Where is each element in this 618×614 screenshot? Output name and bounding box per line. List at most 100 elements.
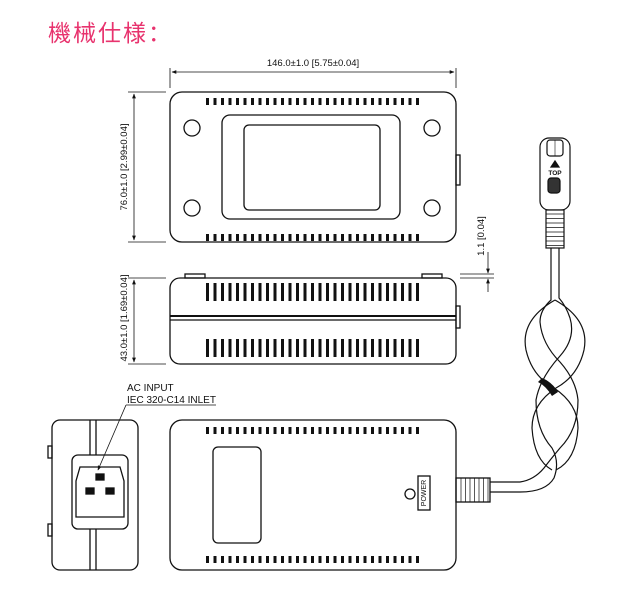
vent-slot — [281, 339, 284, 357]
vent-slot — [236, 234, 239, 241]
vent-slot — [236, 427, 239, 434]
vent-slot — [221, 98, 224, 105]
vent-slot — [416, 339, 419, 357]
dc-connector — [539, 137, 571, 249]
vent-slot — [348, 339, 352, 357]
vent-slot — [348, 556, 352, 563]
vent-slot — [228, 234, 232, 241]
vent-slot — [393, 339, 397, 357]
vent-row-side-lower — [206, 339, 419, 357]
vent-slot — [266, 98, 269, 105]
vent-slot — [318, 234, 322, 241]
vent-slot — [363, 339, 367, 357]
vent-slot — [363, 98, 367, 105]
top-view-label-area — [243, 124, 381, 211]
vent-slot — [258, 283, 262, 301]
vent-slot — [386, 234, 389, 241]
vent-slot — [213, 234, 217, 241]
vent-slot — [273, 98, 277, 105]
vent-slot — [251, 283, 254, 301]
vent-slot — [311, 427, 314, 434]
width-dimension-label: 76.0±1.0 [2.99±0.04] — [119, 123, 130, 210]
vent-row-bottom-upper — [206, 427, 419, 434]
vent-slot — [221, 427, 224, 434]
vent-slot — [281, 427, 284, 434]
strain-relief-rings — [546, 213, 564, 246]
vent-slot — [206, 283, 209, 301]
cable-tie — [538, 378, 558, 396]
side-tab-lower — [455, 305, 461, 329]
vent-slot — [303, 234, 307, 241]
vent-slot — [296, 283, 299, 301]
vent-slot — [288, 427, 292, 434]
power-label-box — [417, 475, 431, 511]
vent-row-bottom-lower — [206, 556, 419, 563]
vent-slot — [311, 98, 314, 105]
screw-hole-top-right — [423, 119, 441, 137]
vent-slot — [243, 427, 247, 434]
vent-slot — [311, 556, 314, 563]
vent-slot — [341, 98, 344, 105]
vent-slot — [258, 427, 262, 434]
vent-slot — [243, 556, 247, 563]
vent-slot — [371, 556, 374, 563]
vent-slot — [356, 98, 359, 105]
vent-slot — [311, 339, 314, 357]
vent-slot — [288, 234, 292, 241]
vent-slot — [326, 98, 329, 105]
vent-slot — [273, 283, 277, 301]
vent-slot — [401, 427, 404, 434]
vent-slot — [243, 98, 247, 105]
vent-slot — [371, 234, 374, 241]
vent-slot — [408, 234, 412, 241]
vent-slot — [333, 98, 337, 105]
vent-slot — [206, 98, 209, 105]
vent-slot — [386, 556, 389, 563]
vent-slot — [318, 339, 322, 357]
vent-slot — [296, 234, 299, 241]
cable-boot-ribs — [460, 478, 489, 502]
vent-slot — [341, 427, 344, 434]
vent-slot — [251, 339, 254, 357]
vent-slot — [281, 98, 284, 105]
vent-slot — [303, 556, 307, 563]
vent-slot — [206, 339, 209, 357]
vent-slot — [273, 339, 277, 357]
vent-slot — [416, 98, 419, 105]
connector-top-label: TOP — [548, 170, 562, 177]
vent-slot — [236, 339, 239, 357]
vent-slot — [236, 283, 239, 301]
vent-slot — [281, 283, 284, 301]
vent-slot — [326, 556, 329, 563]
vent-slot — [348, 98, 352, 105]
vent-slot — [258, 556, 262, 563]
power-led — [404, 488, 416, 500]
vent-slot — [296, 98, 299, 105]
vent-slot — [371, 339, 374, 357]
vent-slot — [326, 283, 329, 301]
vent-slot — [206, 234, 209, 241]
vent-slot — [333, 339, 337, 357]
vent-slot — [228, 427, 232, 434]
width-dimension — [128, 91, 166, 243]
vent-slot — [318, 556, 322, 563]
vent-slot — [251, 556, 254, 563]
vent-slot — [221, 556, 224, 563]
vent-slot — [386, 339, 389, 357]
vent-slot — [408, 98, 412, 105]
vent-slot — [401, 556, 404, 563]
vent-slot — [258, 234, 262, 241]
ac-inlet-label: IEC 320-C14 INLET — [127, 395, 216, 406]
vent-slot — [221, 234, 224, 241]
vent-slot — [386, 98, 389, 105]
vent-slot — [318, 427, 322, 434]
vent-slot — [266, 427, 269, 434]
vent-slot — [393, 234, 397, 241]
vent-slot — [416, 556, 419, 563]
vent-slot — [348, 283, 352, 301]
side-view — [169, 273, 461, 365]
foot-right — [421, 273, 443, 279]
vent-slot — [288, 98, 292, 105]
vent-slot — [378, 234, 382, 241]
